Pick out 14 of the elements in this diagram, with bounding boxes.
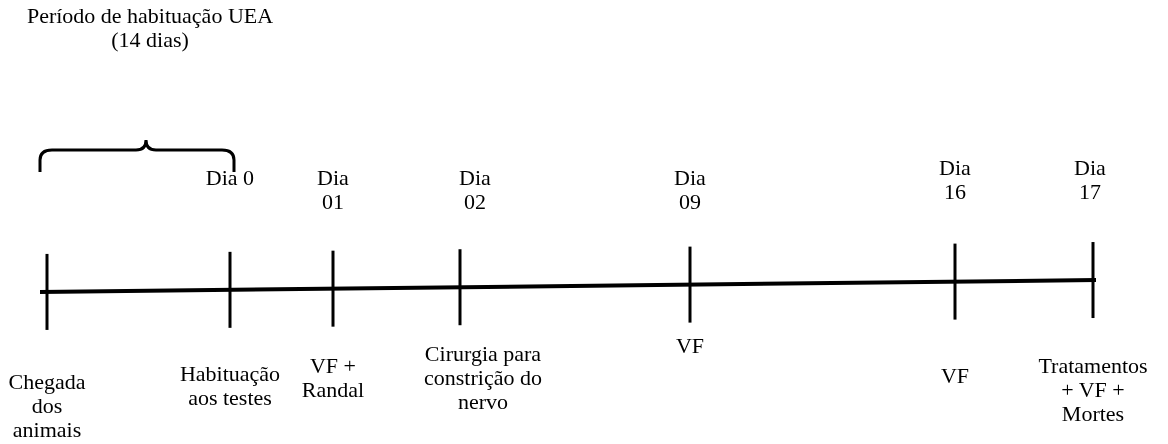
event-label: Tratamentos + VF + Mortes xyxy=(1037,354,1149,427)
event-label: Cirurgia para constrição do nervo xyxy=(423,342,543,415)
event-label: VF + Randal xyxy=(300,354,366,403)
day-label: Dia 09 xyxy=(673,166,707,215)
period-label: Período de habituação UEA (14 dias) xyxy=(25,4,275,53)
day-label: Dia 02 xyxy=(458,166,492,215)
event-label: VF xyxy=(939,364,971,389)
event-label: VF xyxy=(674,334,706,359)
day-label: Dia 01 xyxy=(316,166,350,215)
event-label: Chegada dos animais xyxy=(7,370,87,443)
day-label: Dia 16 xyxy=(938,156,972,205)
day-label: Dia 0 xyxy=(205,166,255,191)
event-label: Habituação aos testes xyxy=(178,362,282,411)
day-label: Dia 17 xyxy=(1073,156,1107,205)
